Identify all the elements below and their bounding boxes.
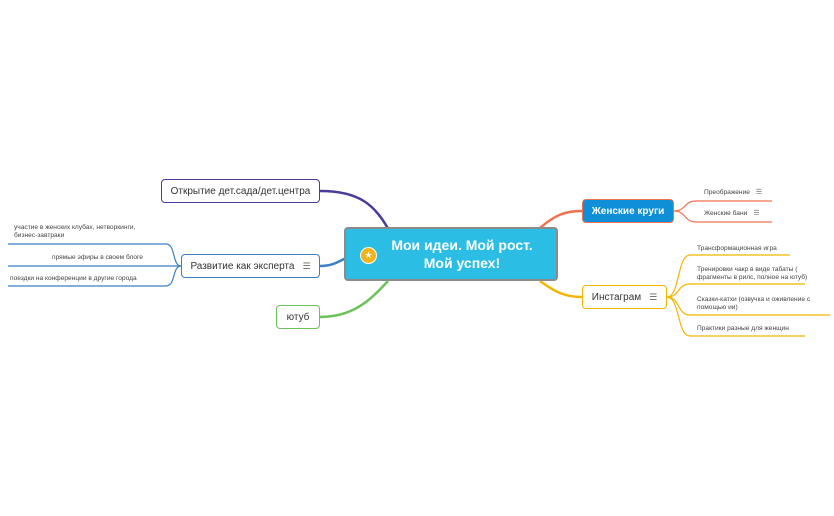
subtopic-line: фрагменты в рилс, полное на ютуб) [697,274,808,281]
topic-label: Женские круги [591,205,665,217]
notes-icon[interactable]: ☰ [753,210,760,217]
subtopic-instagram-2[interactable]: Тренировки чакр в виде табаты ( фрагмент… [697,266,807,282]
subtopic-razvitie-2[interactable]: прямые эфиры в своем блоге [52,254,143,262]
subtopic-razvitie-3[interactable]: поездки на конференции в другие города [10,275,137,283]
link-instagram [539,279,583,299]
subtopic-line: прямые эфиры в своем блоге [52,254,143,261]
subtopic-label: Преображение [704,189,750,196]
link-yutub [319,280,389,319]
subtopic-line: Практики разные для женщин [697,325,789,332]
subtopic-zhenskie-2[interactable]: Женские бани ☰ [704,210,760,218]
subtopic-label: Женские бани [704,210,748,217]
topic-otkrytie[interactable]: Открытие дет.сада/дет.центра [161,179,320,203]
topic-label: ютуб [286,311,310,323]
topic-zhenskie-krugi[interactable]: Женские круги [582,199,674,223]
subtopic-line: Трансформационная игра [697,245,777,252]
notes-icon[interactable]: ☰ [649,291,658,302]
subtopic-razvitie-1[interactable]: участие в женских клубах, нетворкинги, б… [14,224,135,240]
topic-yutub[interactable]: ютуб [276,305,320,329]
central-title-line2: Мой успех! [423,255,501,271]
central-title-line1: Мои идеи. Мой рост. [391,237,533,253]
link-zhenskie [539,209,583,229]
notes-icon[interactable]: ☰ [302,260,311,271]
subtopic-instagram-1[interactable]: Трансформационная игра [697,245,777,253]
subtopic-line: Сказки-катхи (озвучка и оживление с [697,296,811,303]
topic-razvitie[interactable]: Развитие как эксперта ☰ [181,254,320,278]
link-otkrytie [319,189,392,233]
link-razvitie [319,256,347,268]
central-topic[interactable]: ★ Мои идеи. Мой рост. Мой успех! [344,227,558,281]
subtopic-line: помощью ии) [697,304,738,311]
subtopic-instagram-3[interactable]: Сказки-катхи (озвучка и оживление с помо… [697,296,810,312]
topic-label: Развитие как эксперта [190,260,295,272]
topic-label: Инстаграм [591,291,642,303]
subtopic-zhenskie-1[interactable]: Преображение ☰ [704,189,762,197]
notes-icon[interactable]: ☰ [755,189,763,196]
subtopic-line: участие в женских клубах, нетворкинги, [14,224,136,231]
subtopic-line: бизнес-завтраки [14,232,65,239]
star-icon: ★ [360,247,377,264]
topic-label: Открытие дет.сада/дет.центра [170,185,311,197]
topic-instagram[interactable]: Инстаграм ☰ [582,285,667,309]
subtopic-line: поездки на конференции в другие города [10,275,137,282]
subtopic-line: Тренировки чакр в виде табаты ( [697,266,798,273]
subtopic-instagram-4[interactable]: Практики разные для женщин [697,325,789,333]
